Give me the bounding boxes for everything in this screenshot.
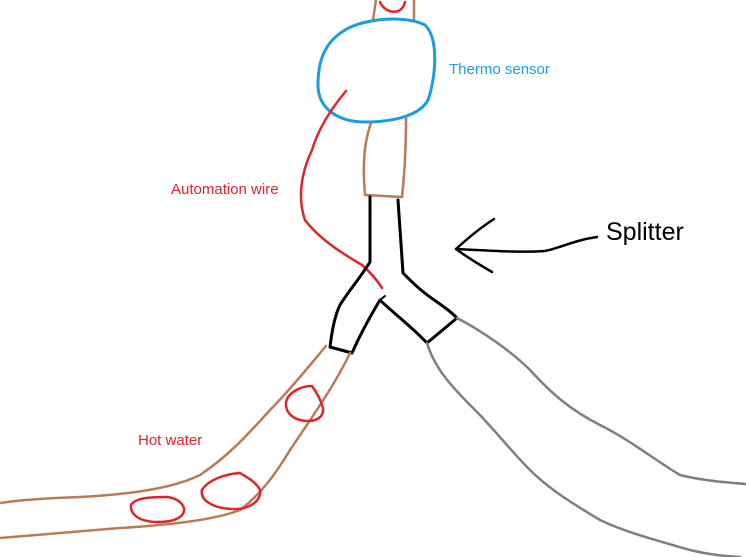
hot-water-circle-1 [284,384,325,423]
hot-water-circle-2 [200,471,262,511]
splitter-label: Splitter [606,218,684,246]
automation-wire [299,89,384,290]
splitter-shape [328,195,459,355]
splitter-arrow-head [454,217,496,274]
thermo-sensor-label: Thermo sensor [449,61,550,78]
splitter-arrow-shaft [454,235,599,253]
hot-water-pipe-outer [0,344,328,505]
cold-pipe-lower [425,341,742,557]
top-pipe [371,0,416,22]
thermo-sensor-shape [316,17,437,124]
hot-water-circle-3 [129,495,186,524]
hot-water-label: Hot water [138,432,203,449]
top-red-curl [378,0,407,13]
automation-wire-label: Automation wire [171,181,279,198]
cold-pipe-upper [455,316,746,486]
splitter-inner [379,295,386,301]
sensor-pipe [362,116,408,199]
